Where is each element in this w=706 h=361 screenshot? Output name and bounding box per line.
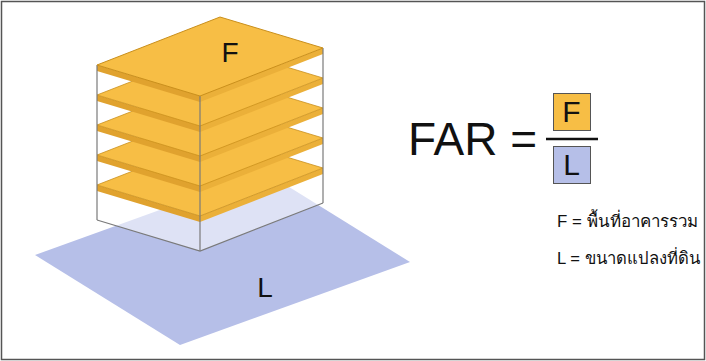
- node-letter: L: [563, 150, 580, 180]
- floor-plate: F: [97, 17, 323, 96]
- definition-text: L = ขนาดแปลงที่ดิน: [557, 251, 700, 268]
- formula-label: FAR =: [408, 116, 537, 162]
- node-letter: L: [257, 274, 273, 302]
- definition-text: F = พื้นที่อาคารรวม: [557, 214, 698, 231]
- numerator-box: F: [553, 93, 591, 131]
- node-letter: F: [221, 39, 238, 67]
- denominator-box: L: [553, 146, 591, 184]
- node-letter: F: [562, 97, 580, 127]
- floor-plate-shape: [97, 17, 323, 96]
